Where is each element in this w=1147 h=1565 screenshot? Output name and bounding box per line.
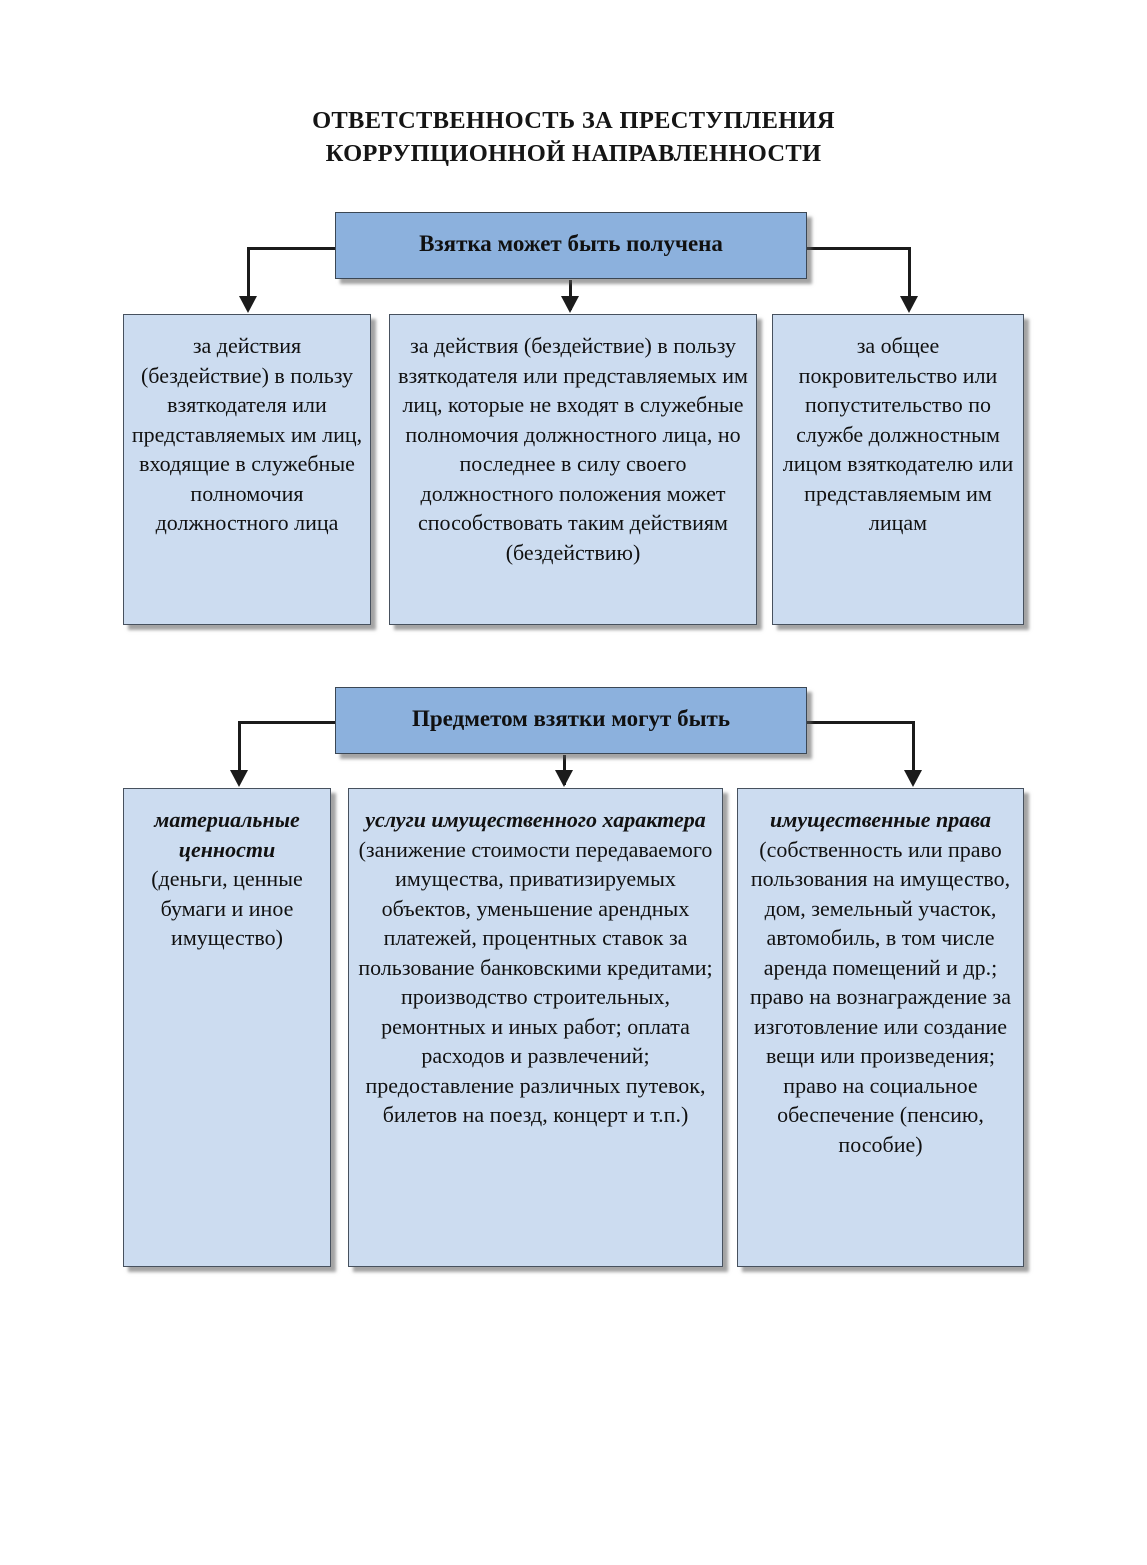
section-header-bribe-subject-label: Предметом взятки могут быть xyxy=(411,706,730,731)
arrowhead-s2-box-3 xyxy=(904,770,922,787)
connector-s1-left-horizontal xyxy=(247,247,337,250)
connector-s1-left-vertical xyxy=(247,247,250,309)
arrowhead-s1-box-2 xyxy=(561,296,579,313)
card-s2-property-rights: имущественные права (собственность или п… xyxy=(737,788,1024,1267)
section-header-bribe-received: Взятка может быть получена xyxy=(335,212,807,279)
card-s1-general-patronage: за общее покровительство или попуститель… xyxy=(772,314,1024,625)
card-s2-property-services-body: (занижение стоимости передаваемого имуще… xyxy=(358,836,713,1128)
page-title-line-1: ОТВЕТСТВЕННОСТЬ ЗА ПРЕСТУПЛЕНИЯ xyxy=(312,107,835,134)
connector-s2-left-horizontal xyxy=(238,721,338,724)
page-title: ОТВЕТСТВЕННОСТЬ ЗА ПРЕСТУПЛЕНИЯ КОРРУПЦИ… xyxy=(0,104,1147,170)
card-s2-material-values: материальные ценности (деньги, ценные бу… xyxy=(123,788,331,1267)
section-header-bribe-subject: Предметом взятки могут быть xyxy=(335,687,807,754)
connector-s2-left-vertical xyxy=(238,721,241,783)
card-s1-actions-outside-authority-body: за действия (бездействие) в пользу взятк… xyxy=(398,333,748,565)
arrowhead-s2-box-1 xyxy=(230,770,248,787)
connector-s1-right-vertical xyxy=(908,247,911,309)
card-s2-property-services: услуги имущественного характера (занижен… xyxy=(348,788,723,1267)
arrowhead-s2-box-2 xyxy=(555,770,573,787)
card-s1-actions-within-authority: за действия (бездействие) в пользу взятк… xyxy=(123,314,371,625)
card-s2-material-values-title: материальные ценности xyxy=(154,807,300,862)
card-s2-property-services-title: услуги имущественного характера xyxy=(365,807,706,832)
card-s2-property-rights-body: (собственность или право пользования на … xyxy=(750,836,1011,1157)
card-s1-actions-within-authority-body: за действия (бездействие) в пользу взятк… xyxy=(131,333,363,535)
section-header-bribe-received-label: Взятка может быть получена xyxy=(419,231,723,256)
connector-s2-right-vertical xyxy=(912,721,915,783)
connector-s1-right-horizontal xyxy=(806,247,911,250)
page-title-line-2: КОРРУПЦИОННОЙ НАПРАВЛЕННОСТИ xyxy=(325,140,822,167)
card-s2-material-values-body: (деньги, ценные бумаги и иное имущество) xyxy=(151,866,303,950)
connector-s2-right-horizontal xyxy=(806,721,915,724)
card-s2-property-rights-title: имущественные права xyxy=(770,807,991,832)
arrowhead-s1-box-3 xyxy=(900,296,918,313)
card-s1-general-patronage-body: за общее покровительство или попуститель… xyxy=(782,333,1014,535)
arrowhead-s1-box-1 xyxy=(239,296,257,313)
connector-s1-center-vertical xyxy=(569,280,572,310)
card-s1-actions-outside-authority: за действия (бездействие) в пользу взятк… xyxy=(389,314,757,625)
